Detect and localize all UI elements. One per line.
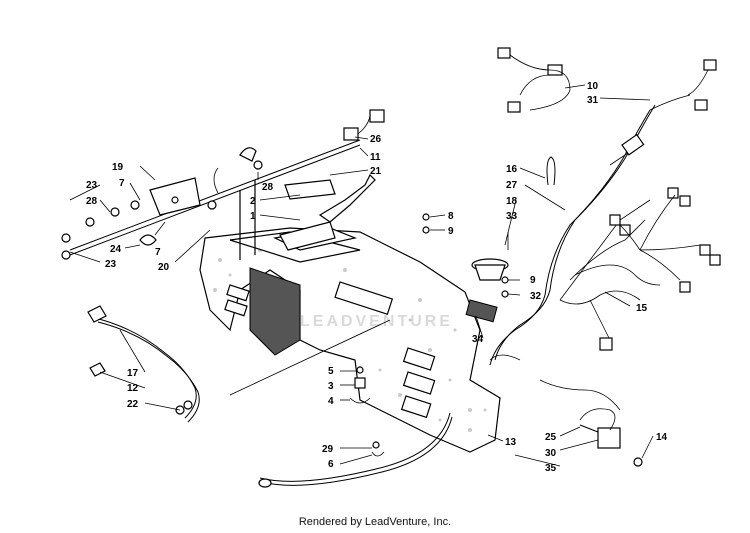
callout-2: 2 — [250, 196, 256, 207]
mounting-bracket — [239, 180, 336, 260]
left-shaft-assembly — [61, 139, 361, 260]
callout-17: 17 — [127, 368, 139, 379]
callout-26: 26 — [370, 134, 382, 145]
callout-23-top: 23 — [86, 180, 98, 191]
callout-18: 18 — [506, 196, 518, 207]
callout-11: 11 — [370, 152, 381, 163]
callout-19: 19 — [112, 162, 124, 173]
callout-22: 22 — [127, 399, 139, 410]
ground-wire — [258, 412, 453, 488]
footer-credit: Rendered by LeadVenture, Inc. — [298, 516, 452, 528]
callout-6: 6 — [328, 459, 334, 470]
callout-28-right: 28 — [262, 182, 274, 193]
callout-29: 29 — [322, 444, 334, 455]
main-wire-harness — [489, 104, 661, 411]
callout-9-right: 9 — [530, 275, 536, 286]
hook-wire-16 — [546, 156, 556, 186]
callout-31: 31 — [587, 95, 599, 106]
leader-lines — [69, 84, 654, 467]
callout-7-bottom: 7 — [155, 247, 161, 258]
callout-24: 24 — [110, 244, 122, 255]
callout-23-bottom: 23 — [105, 259, 117, 270]
callout-labels: 10 31 26 11 21 19 7 23 28 28 2 1 24 7 20… — [86, 81, 668, 474]
callout-27: 27 — [506, 180, 518, 191]
callout-4: 4 — [328, 396, 334, 407]
callout-7-top: 7 — [119, 178, 125, 189]
connector-cluster-right — [599, 187, 721, 351]
callout-20: 20 — [158, 262, 170, 273]
callout-33: 33 — [506, 211, 518, 222]
console-housing — [199, 227, 501, 453]
callout-8: 8 — [448, 211, 454, 222]
callout-3: 3 — [328, 381, 334, 392]
cable-assembly-left — [87, 305, 200, 423]
callout-5: 5 — [328, 366, 334, 377]
cap-assembly — [465, 232, 509, 323]
callout-30: 30 — [545, 448, 557, 459]
watermark: LEADVENTURE — [300, 313, 454, 330]
callout-14: 14 — [656, 432, 668, 443]
callout-21: 21 — [370, 166, 382, 177]
callout-13: 13 — [505, 437, 517, 448]
clip-hardware — [349, 366, 385, 457]
callout-32: 32 — [530, 291, 542, 302]
connector-26 — [343, 109, 385, 141]
callout-1: 1 — [250, 211, 256, 222]
callout-28-left: 28 — [86, 196, 98, 207]
callout-9-top: 9 — [448, 226, 454, 237]
pad-21 — [284, 179, 336, 200]
switch-assembly — [579, 408, 643, 467]
callout-25: 25 — [545, 432, 557, 443]
callout-10: 10 — [587, 81, 599, 92]
callout-34: 34 — [472, 334, 484, 345]
bracket-arm — [318, 173, 376, 223]
callout-35: 35 — [545, 463, 557, 474]
callout-16: 16 — [506, 164, 518, 175]
harness-top — [497, 47, 717, 113]
callout-15: 15 — [636, 303, 648, 314]
callout-12: 12 — [127, 383, 139, 394]
